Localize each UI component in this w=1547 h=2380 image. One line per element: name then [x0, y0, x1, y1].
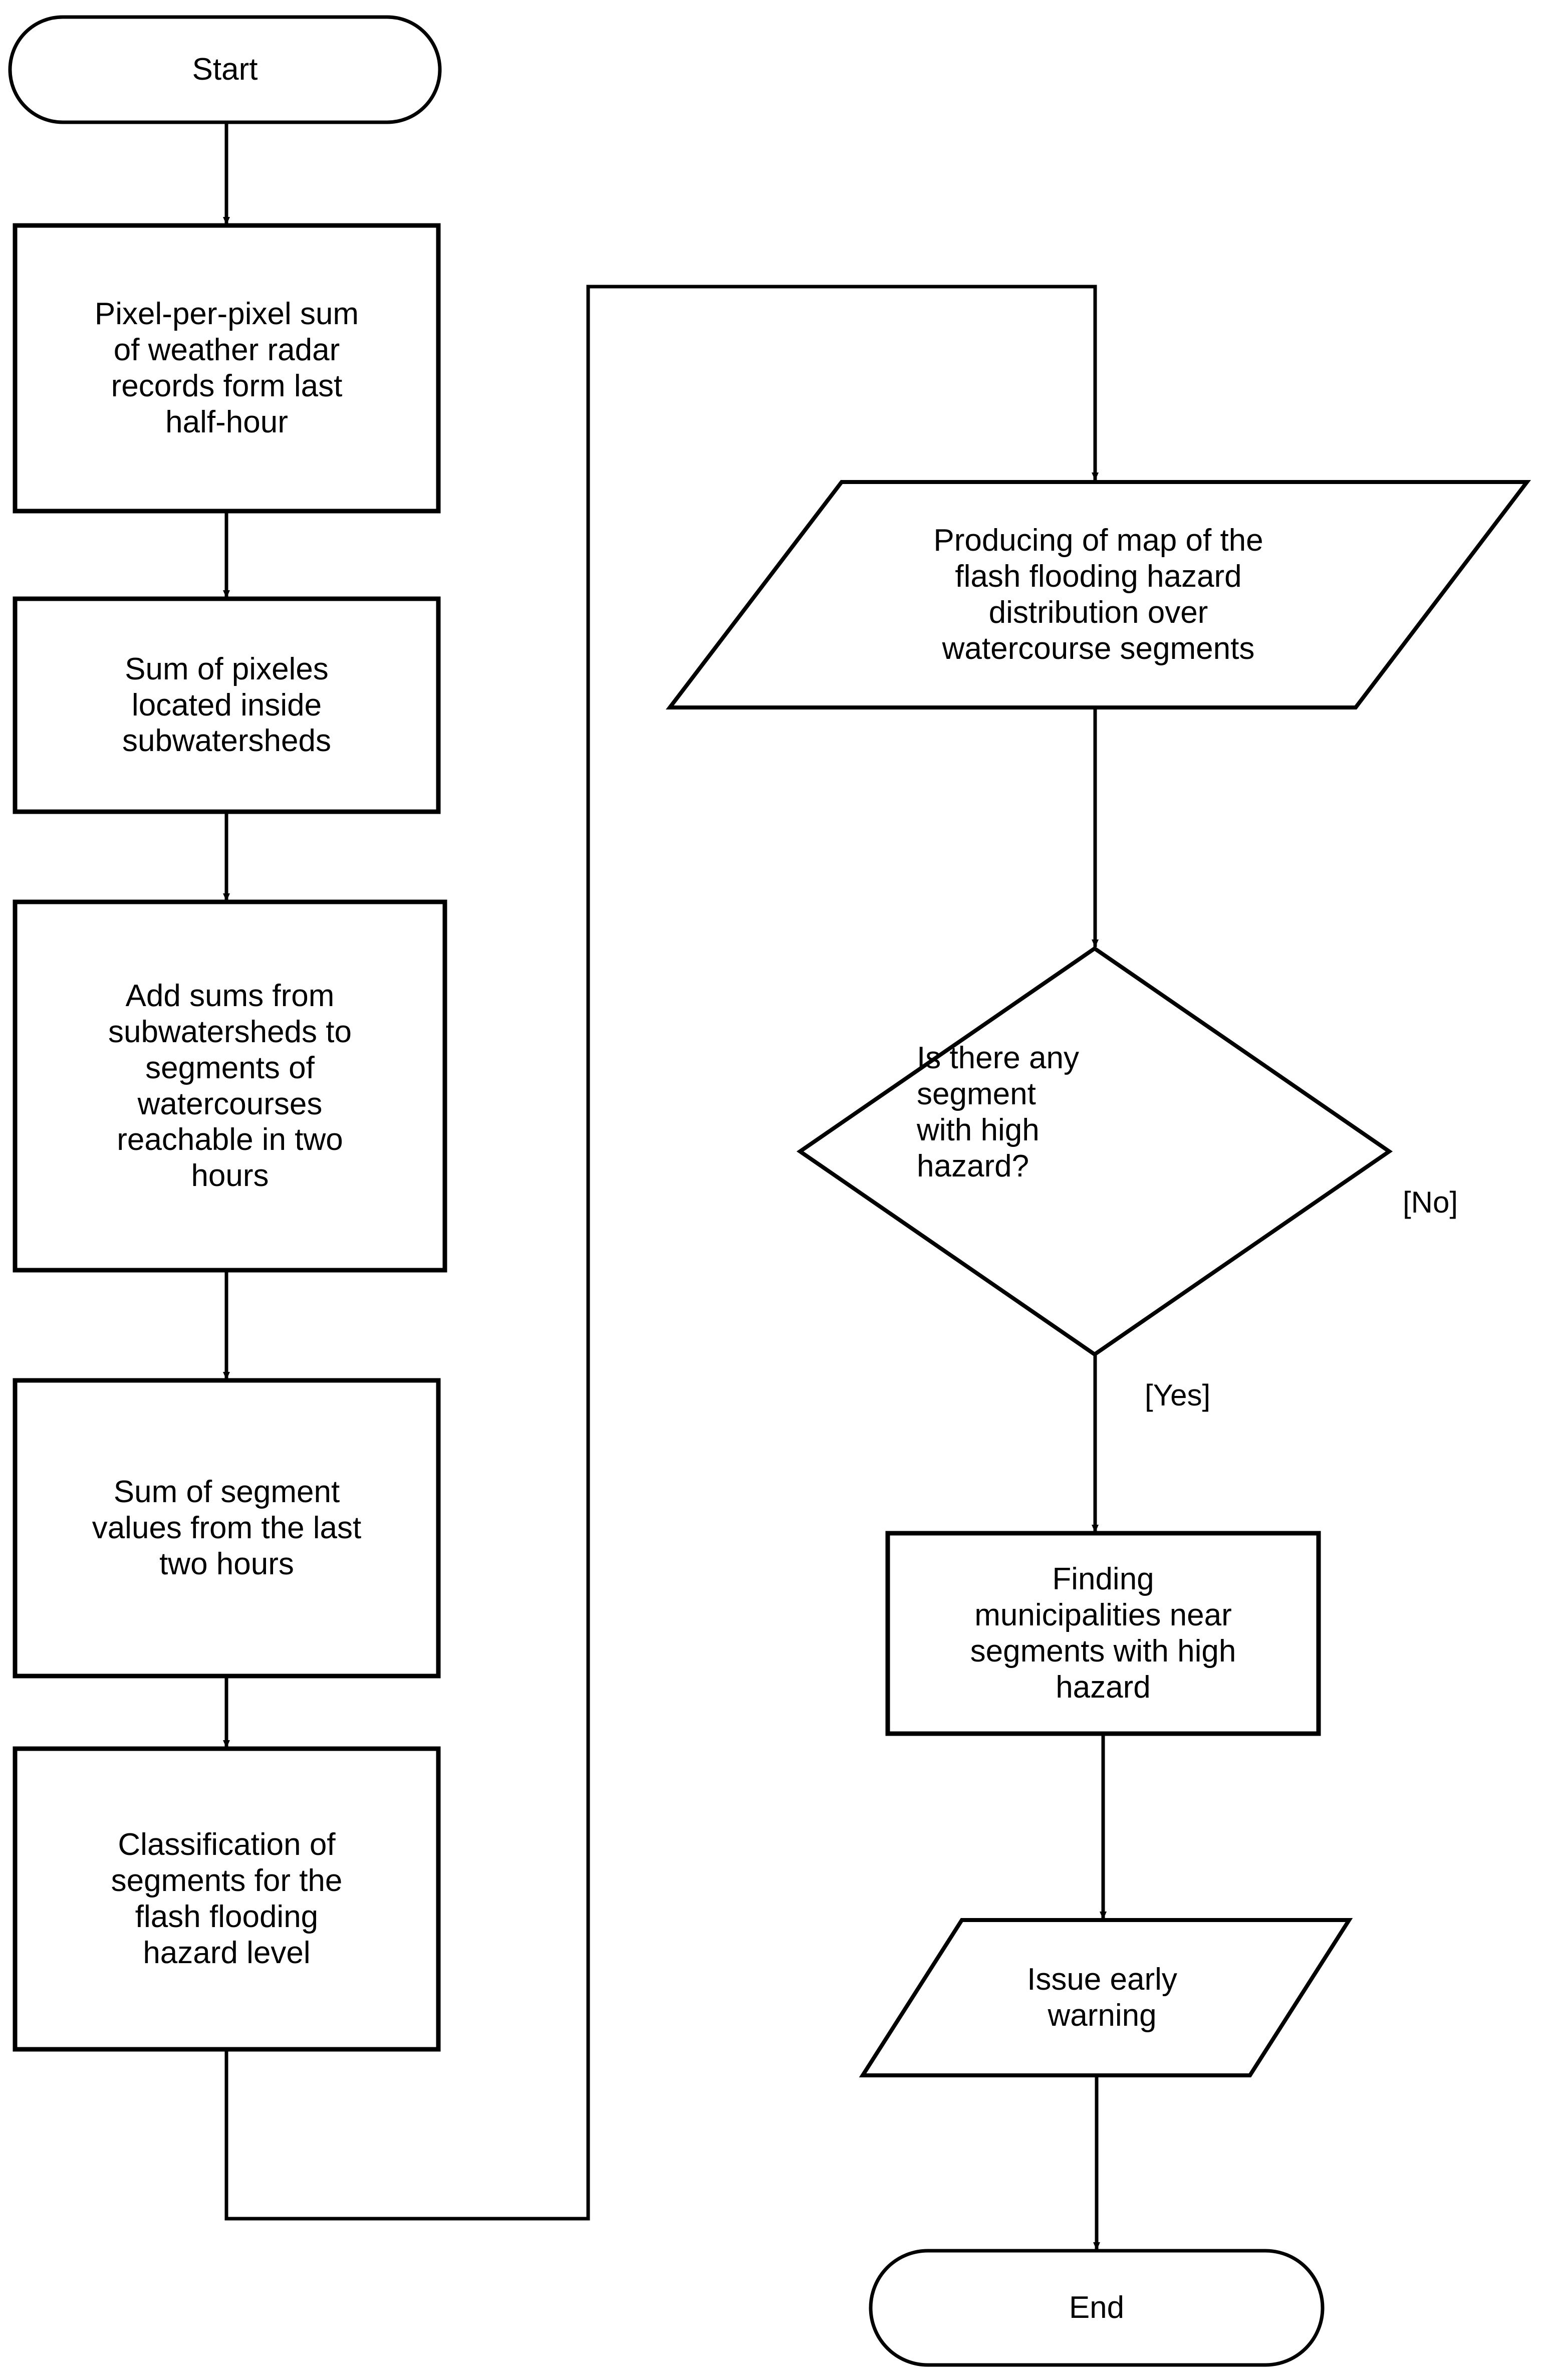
shape-add-sums-segments-process [13, 899, 447, 1273]
shape-end-terminal [869, 2249, 1325, 2367]
edge-label-yes: [Yes] [1145, 1378, 1211, 1412]
edge-label-no: [No] [1403, 1185, 1458, 1219]
shape-radar-sum-process [13, 223, 441, 514]
connector-classification-loop-to-produce-map [224, 285, 1099, 2221]
shape-start-terminal [8, 15, 442, 124]
shape-sum-segment-values-process [13, 1378, 441, 1679]
shape-produce-map-parallelogram [665, 480, 1531, 709]
shape-classification-process [13, 1746, 441, 2052]
shape-pixel-sum-subwatersheds-process [13, 596, 441, 814]
shape-find-municipalities-process [885, 1531, 1321, 1736]
shape-high-hazard-decision-diamond [796, 946, 1393, 1357]
shape-issue-warning-parallelogram [859, 1918, 1353, 2077]
